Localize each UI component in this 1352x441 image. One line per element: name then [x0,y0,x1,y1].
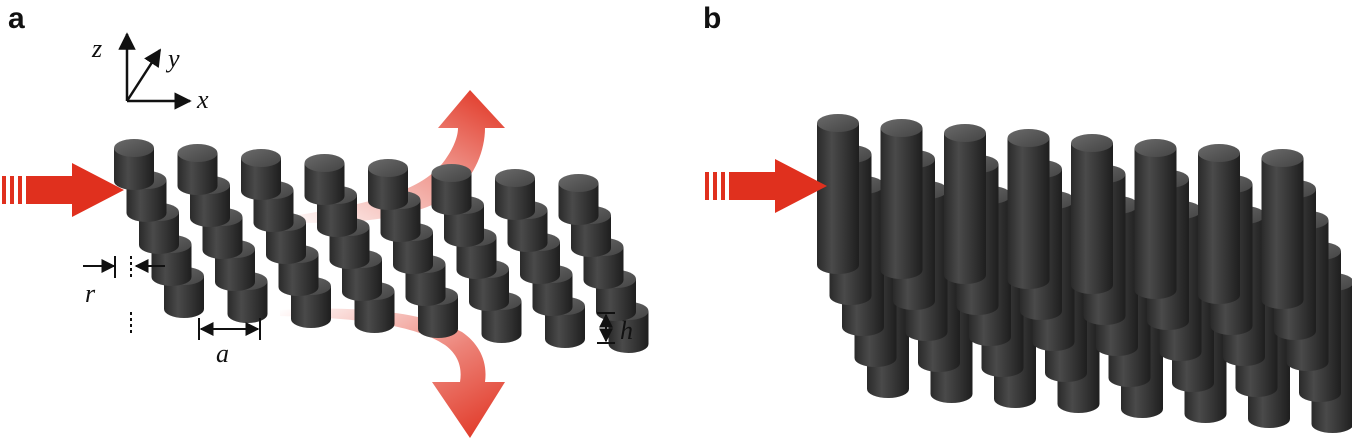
pillar-lattice-b [817,114,1352,433]
pillar-pillars-b-4-5 [1134,139,1177,299]
pillar-pillars-a-4-3 [304,154,345,205]
height-annotation: h [597,312,633,345]
radius-annotation: r [83,256,165,336]
y-axis-label: y [165,44,180,73]
z-axis-label: z [91,34,102,63]
pillar-pillars-a-4-1 [177,144,218,195]
panel-label-b: b [703,2,722,35]
pillar-pillars-a-4-4 [368,159,408,210]
axis-triad: z y x [91,32,209,114]
lattice-constant-label: a [216,339,229,368]
pillar-pillars-a-4-0 [114,139,154,190]
lattice-constant-annotation: a [198,318,261,368]
pillar-pillars-b-4-4 [1071,134,1113,294]
pillar-pillars-b-4-2 [944,124,986,284]
radius-label: r [85,279,96,308]
guided-light-arrow-down [280,308,505,438]
pillar-pillars-a-4-2 [241,149,281,200]
pillar-pillars-b-4-3 [1007,129,1050,289]
pillar-pillars-b-4-7 [1261,149,1304,309]
pillar-pillars-b-4-6 [1198,144,1240,304]
y-axis-line [125,48,162,102]
incident-light-arrow-a [2,163,124,217]
pillar-pillars-a-4-5 [431,164,472,215]
pillar-lattice-a [114,139,649,353]
pillar-pillars-b-4-1 [880,119,923,279]
panel-label-a: a [8,2,25,35]
pillar-pillars-a-4-7 [558,174,599,225]
pillar-pillars-a-4-6 [495,169,535,220]
height-label: h [620,316,633,345]
pillar-pillars-b-4-0 [817,114,859,274]
incident-light-arrow-b [705,159,827,213]
x-axis-label: x [196,85,209,114]
